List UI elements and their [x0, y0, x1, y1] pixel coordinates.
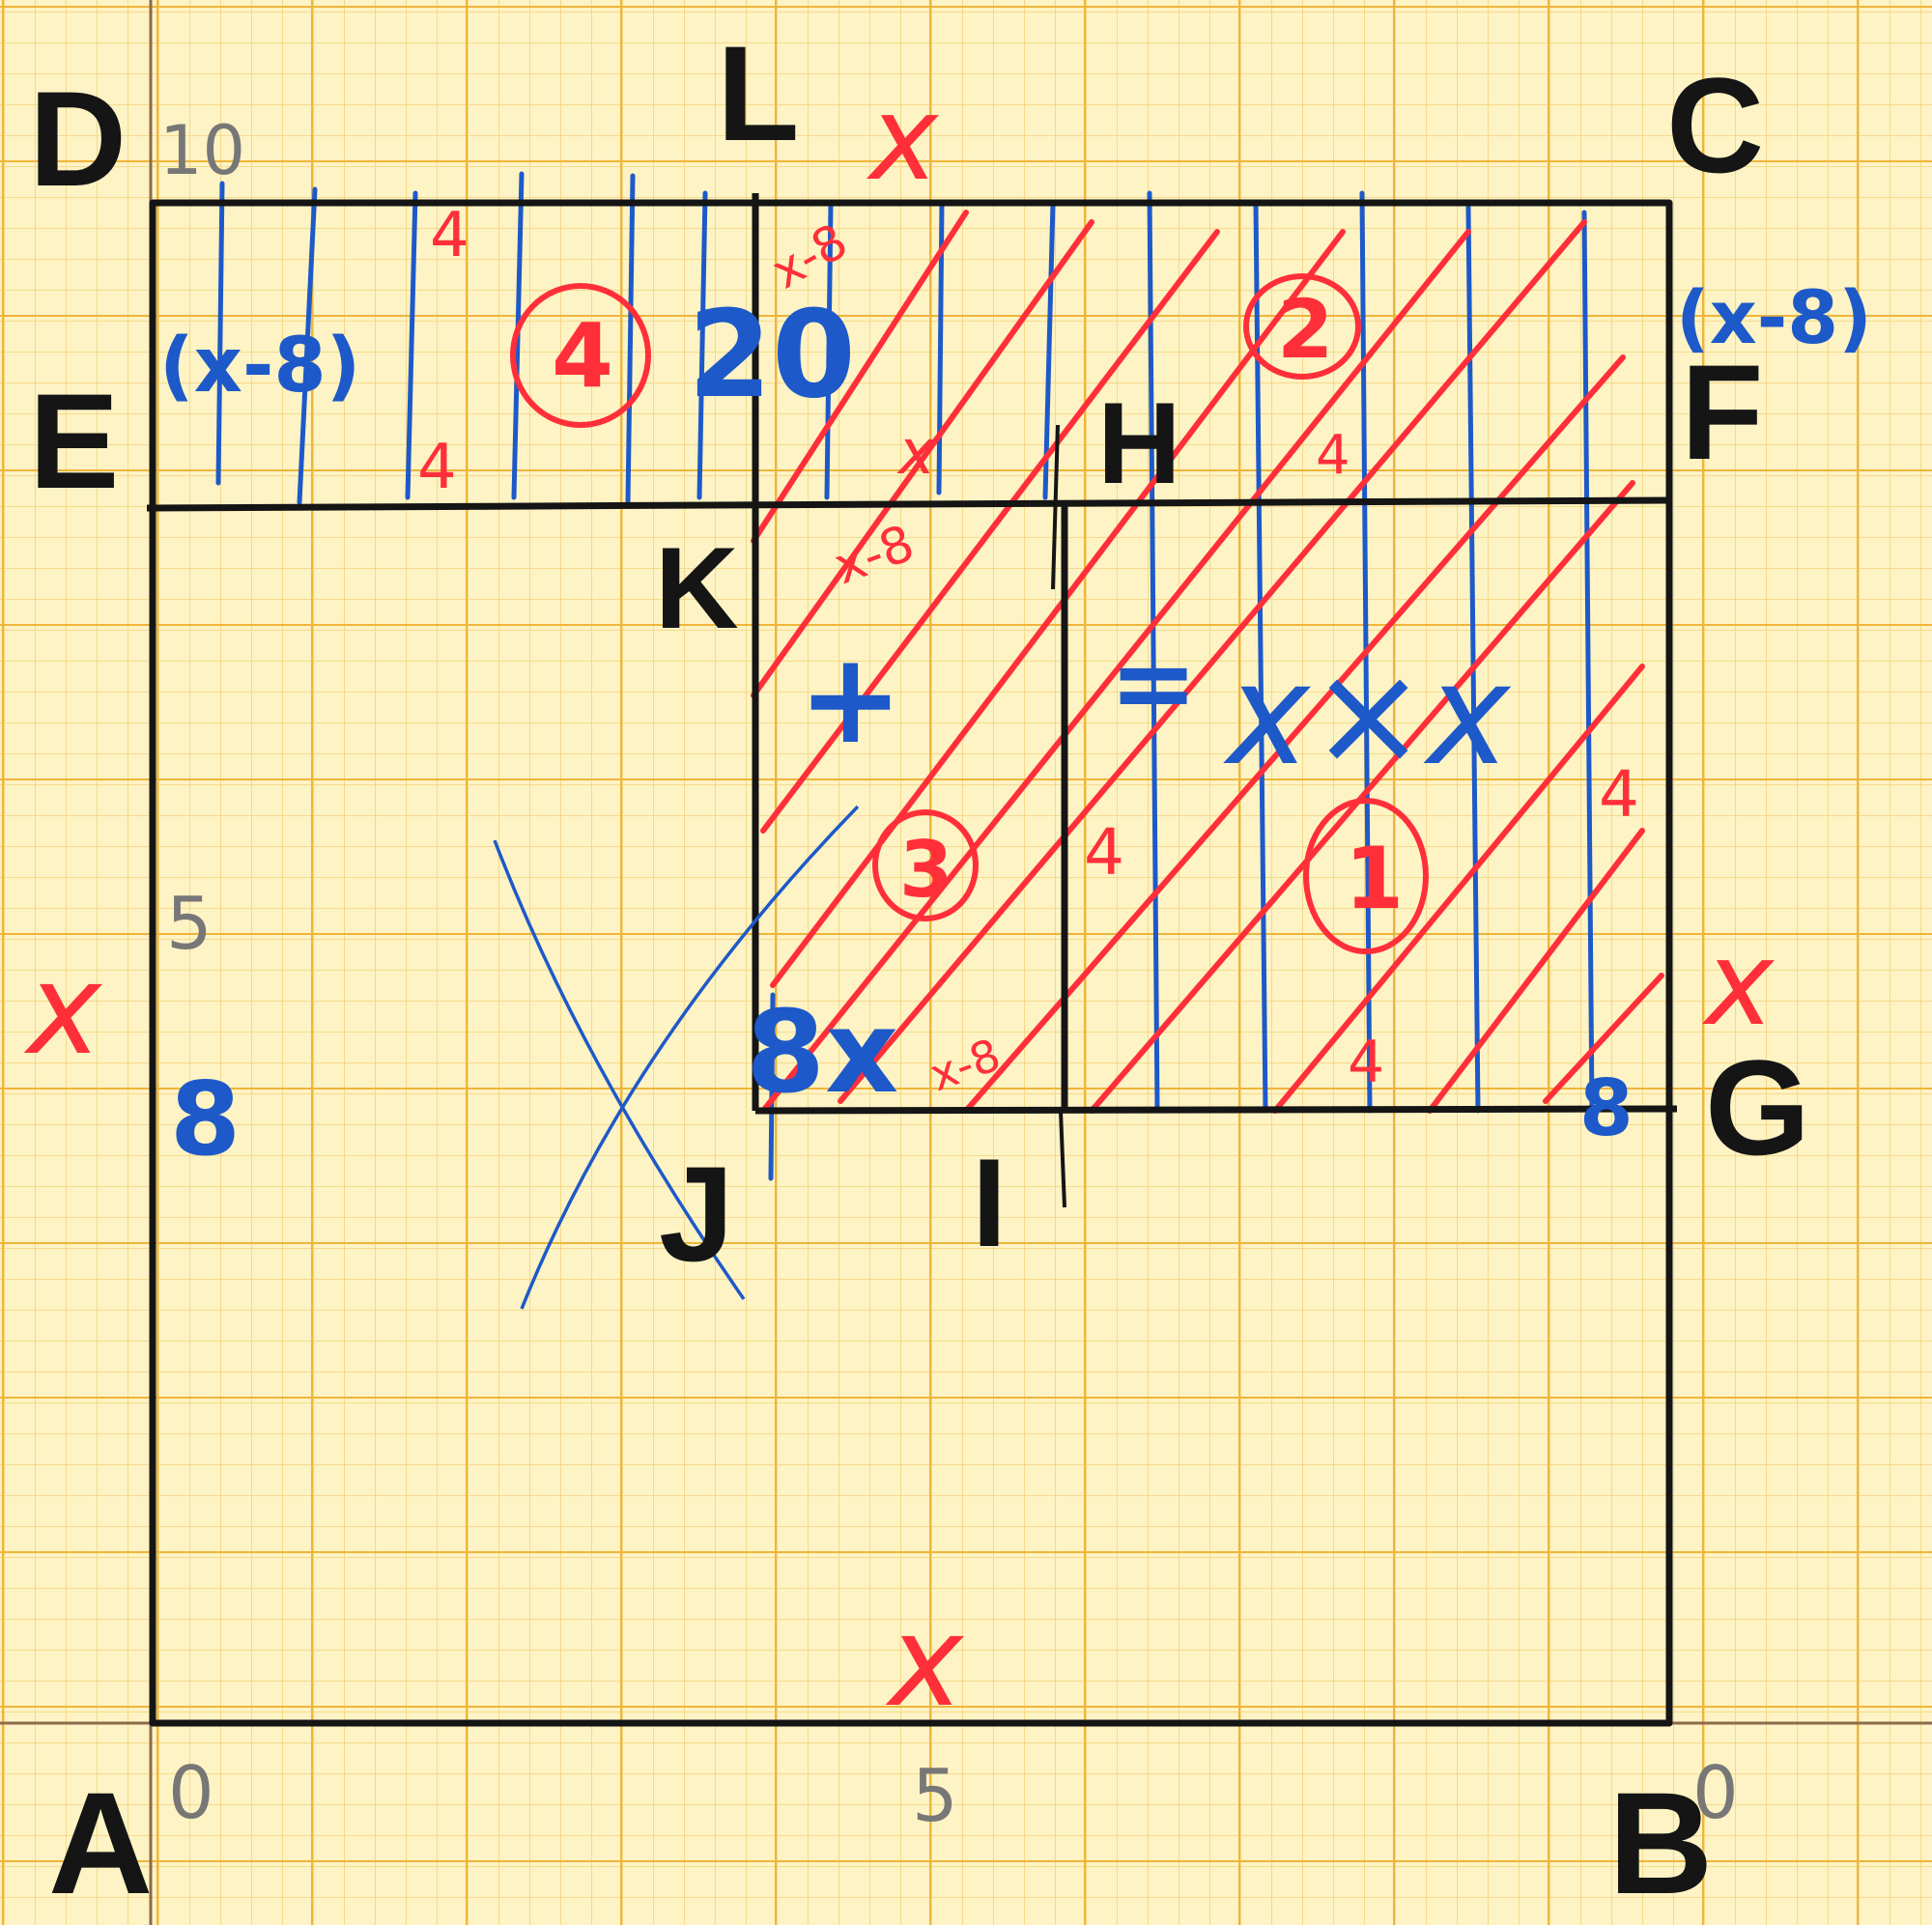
extra-stroke-I: [1059, 1110, 1066, 1208]
label-8x: 8x: [746, 985, 898, 1118]
tick-x-5: 5: [912, 1753, 958, 1838]
extra-stroke-H: [1051, 424, 1060, 590]
label-four-f: 4: [1316, 424, 1350, 487]
region-number-1: 1: [1345, 829, 1404, 928]
point-label-A: A: [48, 1762, 153, 1924]
construction-arcs: [493, 805, 860, 1310]
point-label-L: L: [717, 17, 800, 169]
label-equals: =: [1109, 621, 1198, 745]
point-label-D: D: [29, 63, 127, 214]
label-x-right: x: [1701, 918, 1776, 1052]
label-xm8-right: (x-8): [1676, 274, 1872, 360]
segment-JG: [754, 1105, 1678, 1115]
label-x-top: x: [866, 72, 940, 207]
label-x-bottom: x: [885, 1588, 965, 1735]
square-ABCD: [149, 199, 1673, 1727]
label-8-small-right: 8: [1579, 1063, 1634, 1153]
label-four-a: 4: [430, 200, 469, 271]
point-label-H: H: [1097, 379, 1181, 508]
circle-region-3: [872, 809, 979, 921]
label-x-left: x: [23, 936, 103, 1083]
point-label-K: K: [655, 524, 739, 653]
point-label-C: C: [1666, 49, 1764, 201]
point-label-B: B: [1608, 1762, 1713, 1924]
label-small-x-mid: x: [896, 417, 936, 489]
label-x-times-x: x×x: [1223, 634, 1512, 797]
label-8-left: 8: [170, 1061, 241, 1178]
tick-x-10: 0: [1692, 1750, 1739, 1835]
red-hatching: [751, 210, 1664, 1114]
outline-figure: [146, 193, 1678, 1727]
circle-region-4: [510, 283, 651, 428]
region-number-4: 4: [552, 304, 613, 408]
label-four-e: 4: [1348, 1029, 1384, 1096]
tick-y-10: 10: [159, 111, 245, 190]
circle-region-1: [1303, 798, 1429, 954]
tick-y-5: 5: [166, 881, 213, 966]
circle-region-2: [1243, 273, 1361, 380]
region-number-2: 2: [1277, 282, 1333, 377]
segment-EF: [146, 496, 1670, 512]
tick-x-0: 0: [168, 1750, 214, 1835]
point-label-E: E: [29, 365, 119, 517]
point-label-J: J: [659, 1138, 734, 1289]
label-20: 20: [688, 285, 856, 425]
label-four-b: 4: [417, 432, 457, 503]
label-xm8-left: (x-8): [159, 323, 360, 410]
label-four-d: 4: [1599, 757, 1639, 832]
region-number-3: 3: [899, 825, 953, 915]
label-plus: +: [798, 625, 903, 772]
point-label-I: I: [972, 1132, 1007, 1273]
point-label-F: F: [1681, 336, 1764, 488]
region-circles: [510, 273, 1429, 954]
point-label-G: G: [1705, 1032, 1810, 1183]
label-four-c: 4: [1084, 815, 1124, 890]
